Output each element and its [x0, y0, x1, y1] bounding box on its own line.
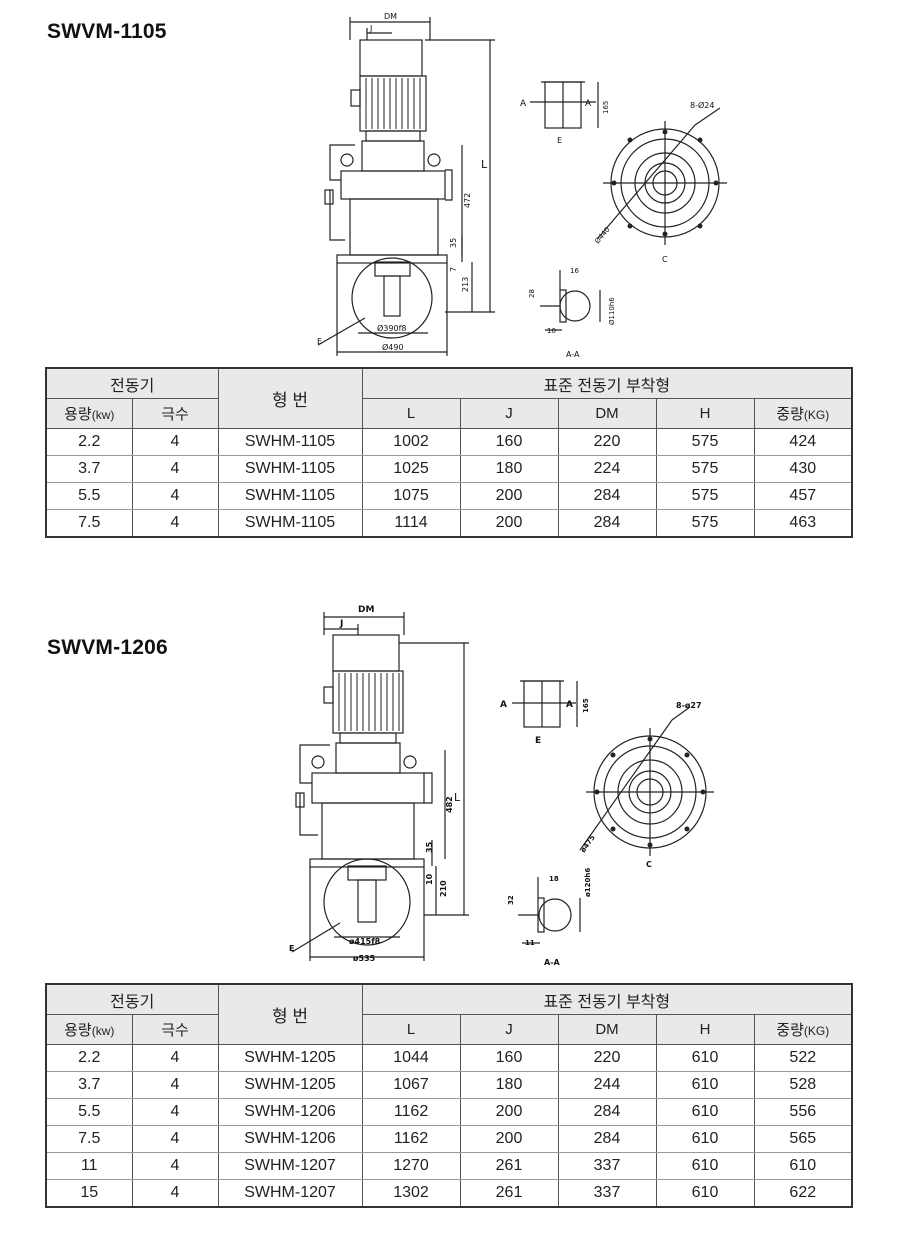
section-swvm-1105: SWVM-1105: [0, 0, 900, 560]
section-e: E: [557, 136, 562, 145]
weight-header: 중량(KG): [753, 1014, 853, 1045]
std-motor-header: 표준 전동기 부착형: [361, 367, 853, 399]
dim-165: 165: [602, 101, 610, 114]
aa-shaft: ø120h6: [584, 868, 592, 897]
model-header: 형 번: [217, 367, 363, 429]
pcd-label: Ø440: [593, 226, 611, 246]
section-a-right: A: [566, 700, 573, 710]
dia-outer: ø535: [353, 954, 376, 963]
dim-h2: 35: [425, 841, 434, 853]
dim-165: 165: [582, 698, 590, 713]
dim-j: J: [339, 619, 343, 629]
aa-dim-bottom: 11: [525, 939, 535, 947]
aa-dim-left: 32: [507, 895, 515, 905]
dim-h2: 35: [449, 238, 458, 248]
dia-outer: Ø490: [382, 342, 404, 352]
capacity-header: 용량(kw): [45, 1014, 133, 1045]
dim-j: J: [369, 24, 372, 33]
col-header-h: H: [655, 1014, 755, 1045]
poles-header: 극수: [131, 1014, 219, 1045]
dim-h3: 10: [425, 873, 434, 885]
dim-h1: 472: [463, 193, 472, 208]
technical-drawing: DM J L 482 35 10 210 ø415f8 ø535 E A A 1…: [289, 605, 714, 967]
section-a-right: A: [585, 99, 592, 109]
capacity-header: 용량(kw): [45, 398, 133, 429]
label-c: C: [646, 860, 652, 869]
dim-h1: 482: [445, 796, 454, 813]
col-header-h: H: [655, 398, 755, 429]
section-e: E: [535, 736, 541, 746]
motor-fins: [365, 78, 421, 129]
motor-fins: [338, 673, 400, 731]
col-header-l: L: [361, 1014, 461, 1045]
section-a-left: A: [520, 99, 527, 109]
std-motor-header: 표준 전동기 부착형: [361, 983, 853, 1015]
dia-inner: Ø390f8: [377, 323, 406, 333]
model-title: SWVM-1105: [47, 20, 167, 43]
col-header-l: L: [361, 398, 461, 429]
technical-drawing: DM J L 472 35 7 213 Ø390f8 Ø490 E A A 16…: [317, 12, 727, 359]
col-header-dm: DM: [557, 398, 657, 429]
label-c: C: [662, 255, 668, 264]
label-e: E: [317, 337, 322, 346]
motor-header: 전동기: [45, 367, 219, 399]
aa-dim-top: 18: [549, 875, 559, 883]
pcd-label: ø475: [579, 834, 597, 855]
label-aa: A-A: [544, 958, 561, 967]
aa-dim-top: 16: [570, 267, 579, 275]
dim-h4: 213: [461, 277, 470, 292]
section-a-left: A: [500, 700, 507, 710]
dim-l: L: [454, 791, 461, 804]
poles-header: 극수: [131, 398, 219, 429]
label-e: E: [289, 944, 294, 953]
aa-shaft: Ø110h6: [608, 297, 616, 325]
dim-dm: DM: [358, 605, 374, 615]
model-header: 형 번: [217, 983, 363, 1045]
aa-dim-left: 28: [528, 289, 536, 298]
motor-header: 전동기: [45, 983, 219, 1015]
holes-label: 8-ø27: [676, 701, 702, 710]
dim-l: L: [481, 158, 488, 171]
dim-h4: 210: [439, 880, 448, 897]
aa-dim-bottom: 10: [547, 327, 556, 335]
col-header-j: J: [459, 398, 559, 429]
holes-label: 8-Ø24: [690, 100, 714, 110]
section-swvm-1206: SWVM-1206: [0, 595, 900, 1235]
col-header-dm: DM: [557, 1014, 657, 1045]
spec-table: 전동기 형 번 표준 전동기 부착형 용량(kw) 극수 L J DM H 중량…: [45, 983, 854, 1208]
spec-table: 전동기 형 번 표준 전동기 부착형 용량(kw) 극수 L J DM H 중량…: [45, 367, 854, 538]
weight-header: 중량(KG): [753, 398, 853, 429]
dia-inner: ø415f8: [349, 937, 381, 946]
dim-dm: DM: [384, 12, 397, 21]
label-aa: A-A: [566, 350, 580, 359]
dim-h3: 7: [449, 267, 458, 272]
model-title: SWVM-1206: [47, 636, 168, 659]
col-header-j: J: [459, 1014, 559, 1045]
